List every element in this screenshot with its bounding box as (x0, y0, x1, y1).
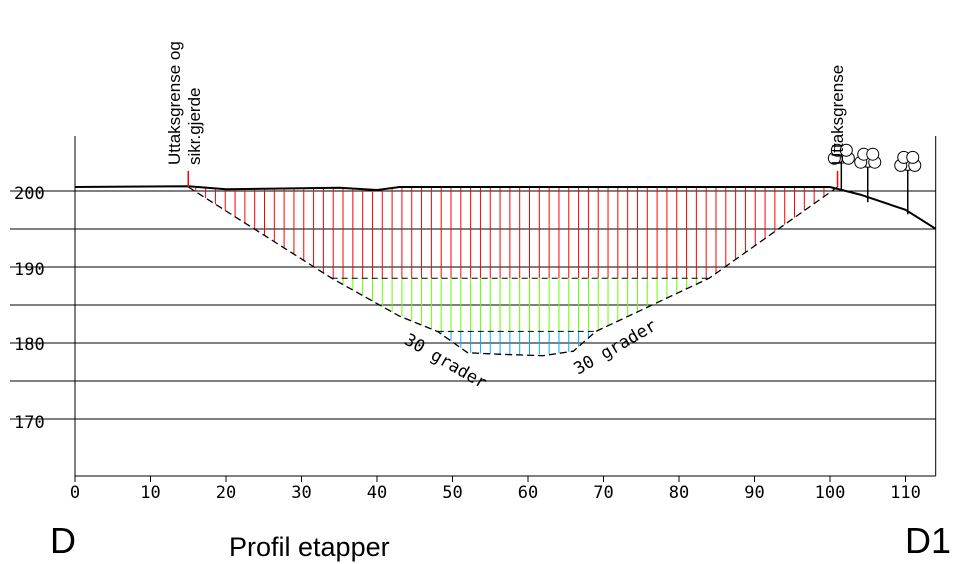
slope-left-label: 30 grader (401, 330, 491, 393)
grid-layer (10, 136, 937, 482)
x-tick-labels: 0 10 20 30 40 50 60 70 80 90 100 110 (70, 483, 921, 503)
slope-right-label: 30 grader (571, 316, 661, 379)
x-tick-label: 50 (442, 483, 462, 503)
x-tick-label: 0 (70, 483, 80, 503)
diagram-title: Profil etapper (229, 532, 390, 562)
left-boundary-label-line2: sikr.gjerde (185, 88, 204, 165)
terrain-line (74, 185, 937, 230)
start-marker: D (50, 520, 76, 561)
tree-crown (839, 143, 853, 157)
y-tick-label: 170 (14, 413, 45, 433)
y-tick-label: 200 (14, 184, 45, 204)
tree-crown (866, 147, 880, 161)
y-tick-label: 180 (14, 335, 45, 355)
x-tick-label: 20 (216, 483, 236, 503)
x-tick-label: 60 (518, 483, 538, 503)
x-tick-label: 70 (593, 483, 613, 503)
x-tick-label: 80 (669, 483, 689, 503)
excavation-outline (187, 186, 838, 357)
x-tick-label: 10 (140, 483, 160, 503)
tree-crown (906, 150, 920, 164)
left-boundary-label-line1: Uttaksgrense og (165, 41, 184, 165)
x-tick-label: 110 (890, 483, 921, 503)
x-tick-label: 100 (815, 483, 846, 503)
profile-lines (74, 171, 937, 357)
stage-hatching (195, 187, 825, 355)
end-marker: D1 (905, 520, 951, 561)
y-tick-label: 190 (14, 260, 45, 280)
right-boundary-label: Uttaksgrense (828, 65, 847, 165)
trees (827, 143, 922, 215)
x-tick-label: 40 (367, 483, 387, 503)
x-tick-label: 30 (291, 483, 311, 503)
x-tick-label: 90 (744, 483, 764, 503)
